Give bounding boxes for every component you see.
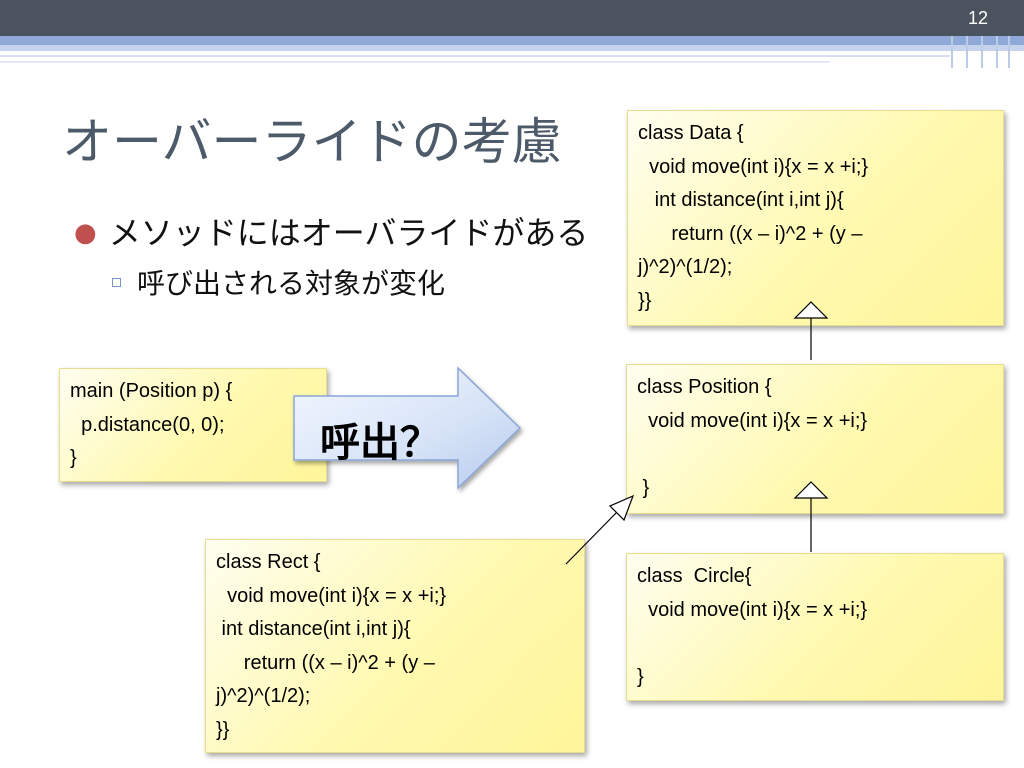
code-line: class Circle{ (637, 565, 752, 587)
code-line: void move(int i){x = x +i;} (637, 598, 868, 621)
class-rect-box: class Rect { void move(int i){x = x +i;}… (205, 539, 585, 753)
code-line: class Data { (638, 122, 744, 144)
slide-title: オーバーライドの考慮 (62, 113, 562, 171)
bullet-main-text: メソッドにはオーバライドがある (108, 214, 589, 252)
header-divider (996, 36, 998, 68)
code-line: void move(int i){x = x +i;} (637, 409, 868, 432)
code-line: p.distance(0, 0); (70, 413, 225, 436)
header-divider (1008, 36, 1010, 68)
code-line: }} (638, 289, 652, 312)
slide-number: 12 (967, 8, 988, 28)
code-line (637, 438, 993, 472)
header-divider (951, 36, 953, 68)
header-divider (981, 36, 983, 68)
code-line: int distance(int i,int j){ (216, 618, 411, 640)
header-divider (966, 36, 968, 68)
bullet-sub-text: 呼び出される対象が変化 (137, 267, 446, 300)
bullet-main: ● メソッドにはオーバライドがある (74, 208, 588, 254)
class-circle-box: class Circle{ void move(int i){x = x +i;… (626, 553, 1004, 701)
main-function-box: main (Position p) { p.distance(0, 0);} (59, 368, 327, 482)
header-stripe (0, 36, 1024, 45)
code-line: j)^2)^(1/2); (216, 685, 311, 707)
header-bar (0, 0, 1024, 36)
code-line: int distance(int i,int j){ (638, 189, 844, 211)
code-line: main (Position p) { (70, 380, 233, 402)
code-line: void move(int i){x = x +i;} (638, 155, 869, 178)
header-stripe-light (0, 45, 1024, 51)
call-arrow-label: 呼出？ (320, 420, 440, 466)
code-line: } (70, 447, 77, 469)
code-line: class Position { (637, 376, 772, 398)
code-line: } (637, 665, 644, 688)
class-data-box: class Data { void move(int i){x = x +i;}… (627, 110, 1004, 326)
header-rule (0, 55, 950, 57)
code-line (637, 627, 993, 661)
code-line: }} (216, 718, 230, 741)
code-line: } (637, 476, 650, 499)
code-line: class Rect { (216, 551, 321, 573)
class-position-box: class Position { void move(int i){x = x … (626, 364, 1004, 514)
header-rule-light (0, 61, 830, 63)
code-line: void move(int i){x = x +i;} (216, 584, 447, 607)
bullet-dot-icon: ● (74, 218, 97, 248)
code-line: return ((x – i)^2 + (y – (638, 222, 863, 245)
code-line: return ((x – i)^2 + (y – (216, 651, 435, 674)
bullet-sub: 呼び出される対象が変化 (112, 262, 445, 302)
code-line: j)^2)^(1/2); (638, 256, 733, 278)
bullet-square-icon (112, 278, 121, 287)
